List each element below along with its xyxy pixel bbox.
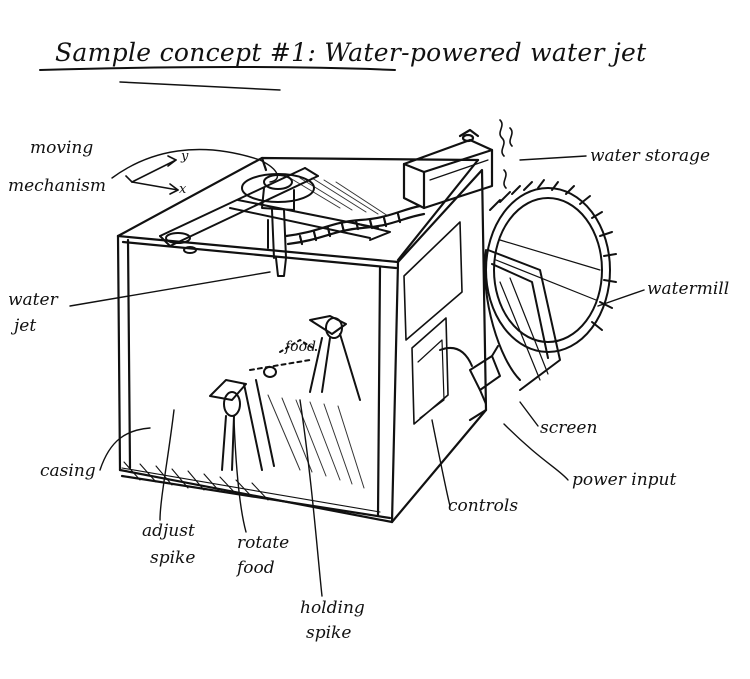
label-rotate-food-line1: rotate xyxy=(237,533,290,553)
water-jet-head xyxy=(241,173,315,277)
label-mechanism: mechanism xyxy=(8,176,107,196)
casing-box xyxy=(116,156,488,524)
axis-x-label: x xyxy=(179,182,187,197)
label-holding-spike-line1: holding xyxy=(300,598,365,618)
page-title: Sample concept #1: Water-powered water j… xyxy=(55,38,647,67)
label-holding-spike-line2: spike xyxy=(306,623,352,643)
label-watermill: watermill xyxy=(647,279,730,299)
water-hose xyxy=(284,204,426,246)
axis-y-label: y xyxy=(181,149,189,164)
label-rotate-food-line2: food xyxy=(237,558,275,578)
label-water-storage: water storage xyxy=(590,146,711,166)
label-moving: moving xyxy=(30,138,94,158)
axis-arrows xyxy=(125,155,179,195)
label-adjust-spike-line1: adjust xyxy=(142,521,195,541)
label-controls: controls xyxy=(448,496,519,516)
interior-shading xyxy=(267,177,389,489)
label-power-input: power input xyxy=(572,470,677,490)
label-casing: casing xyxy=(40,461,96,481)
watermill-wheel xyxy=(484,179,617,381)
label-water-jet-line1: water xyxy=(8,290,58,310)
title-underline xyxy=(39,66,396,71)
water-storage-tank xyxy=(402,128,494,210)
label-screen: screen xyxy=(540,418,598,438)
label-food: food xyxy=(285,339,317,355)
power-input-plug xyxy=(439,345,501,405)
water-drip xyxy=(499,119,513,189)
water-chute xyxy=(487,249,561,391)
label-water-jet-line2: jet xyxy=(14,316,37,336)
leader-lines xyxy=(69,148,645,597)
title-underline-2 xyxy=(119,81,281,91)
label-adjust-spike-line2: spike xyxy=(150,548,196,568)
